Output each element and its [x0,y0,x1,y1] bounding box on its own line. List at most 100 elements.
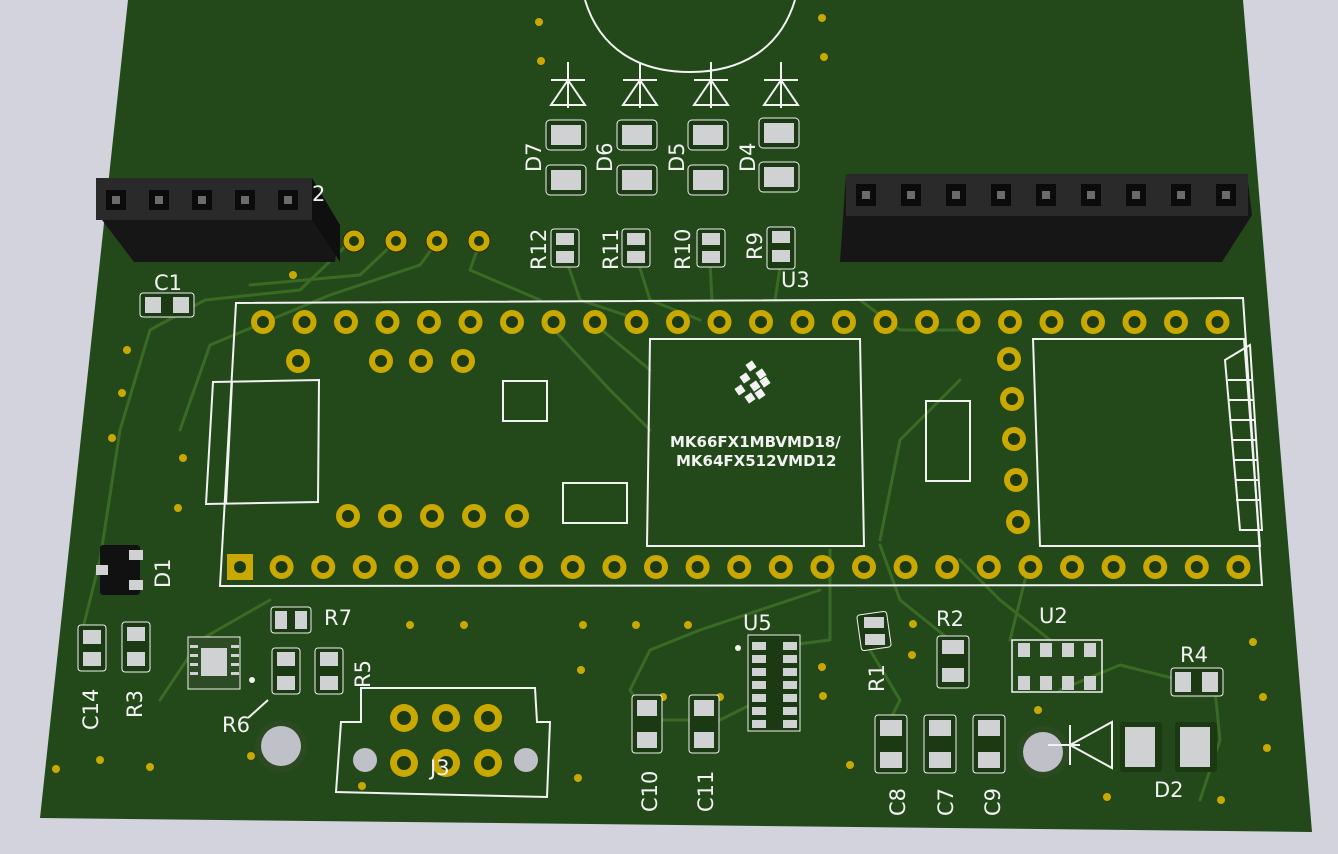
drill-hole [982,561,995,573]
drill-hole [1128,316,1141,328]
drill-hole [442,561,454,573]
drill-hole [941,561,954,573]
mcu-label-line2: MK64FX512VMD12 [676,452,836,470]
drill-hole [400,561,413,573]
connector-j3 [334,687,552,799]
drill-hole [733,561,746,573]
diode-d2 [1048,720,1217,772]
drill-hole [483,561,496,573]
header-j2 [96,178,340,262]
c14-r3 [77,621,151,673]
drill-hole [1006,393,1018,405]
drill-hole [423,316,435,328]
label-r9: R9 [743,232,767,260]
label-u3: U3 [781,268,810,292]
label-j3: J3 [428,756,450,780]
teensy-pins [227,310,1251,580]
label-c8: C8 [886,788,910,816]
resistors-top [550,226,796,270]
label-d4: D4 [736,142,760,172]
drill-hole [962,316,975,328]
drill-hole [457,355,469,367]
drill-hole [879,316,892,328]
drill-hole [1004,316,1016,328]
drill-hole [525,561,538,573]
label-c14: C14 [79,689,103,730]
label-r5: R5 [351,660,375,688]
drill-hole [713,316,726,328]
label-r3: R3 [123,690,147,718]
drill-hole [858,561,870,573]
nxp-logo [734,360,771,404]
drill-hole [921,316,933,328]
led-row [545,62,800,196]
label-r12: R12 [527,229,551,270]
drill-hole [650,561,662,573]
drill-hole [1190,561,1203,573]
drill-hole [630,316,643,328]
sd-slot [1223,343,1264,531]
qfn-sensor [187,636,255,690]
r7-r5-r6 [247,606,344,719]
mcu-label-line1: MK66FX1MBVMD18/ [670,433,841,451]
drill-hole [774,561,787,573]
drill-hole [816,561,829,573]
drill-hole [506,316,518,328]
c8-c7-c9 [874,714,1006,774]
mounting-holes [255,720,1069,778]
drill-hole [1024,561,1037,573]
label-c7: C7 [934,788,958,816]
label-u2: U2 [1039,604,1068,628]
drill-hole [340,316,352,328]
drill-hole [691,561,704,573]
ic-u5 [735,634,801,732]
label-c1: C1 [154,271,182,295]
drill-hole [1010,474,1022,486]
label-r1: R1 [865,664,889,692]
drill-hole [1170,316,1182,328]
drill-hole [1087,316,1099,328]
drill-hole [257,316,269,328]
drill-hole [342,510,354,522]
drill-hole [755,316,767,328]
drill-hole [1232,561,1245,573]
drill-hole [566,561,579,573]
drill-hole [415,355,427,367]
drill-hole [608,561,621,573]
drill-hole [464,316,477,328]
label-d7: D7 [522,142,546,172]
drill-hole [275,561,288,573]
diode-d1 [96,545,143,595]
drill-hole [1045,316,1058,328]
drill-hole [899,561,912,573]
label-d1: D1 [151,558,175,588]
drill-hole [381,316,394,328]
label-r7: R7 [324,606,352,630]
drill-hole [1066,561,1078,573]
label-r10: R10 [671,229,695,270]
drill-hole [384,510,396,522]
label-r11: R11 [599,229,623,270]
c10-c11 [631,694,720,754]
teensy-outline [218,296,1264,588]
ic-u2 [1011,639,1103,693]
drill-hole [672,316,684,328]
drill-hole [511,510,523,522]
drill-hole [468,510,480,522]
label-d6: D6 [593,142,617,172]
drill-hole [838,316,850,328]
label-r2: R2 [936,607,964,631]
drill-hole [547,316,560,328]
drill-hole [796,316,809,328]
drill-hole [426,510,438,522]
buzzer-outline [584,0,796,74]
drill-hole [1008,433,1020,445]
drill-hole [1149,561,1162,573]
silkscreen-labels: D7 D6 D5 D4 R12 R11 R10 R9 U3 2 C1 D1 R7… [79,142,1208,816]
drill-hole [317,561,330,573]
vias [52,14,1271,804]
drill-hole [589,316,601,328]
drill-hole [1107,561,1120,573]
